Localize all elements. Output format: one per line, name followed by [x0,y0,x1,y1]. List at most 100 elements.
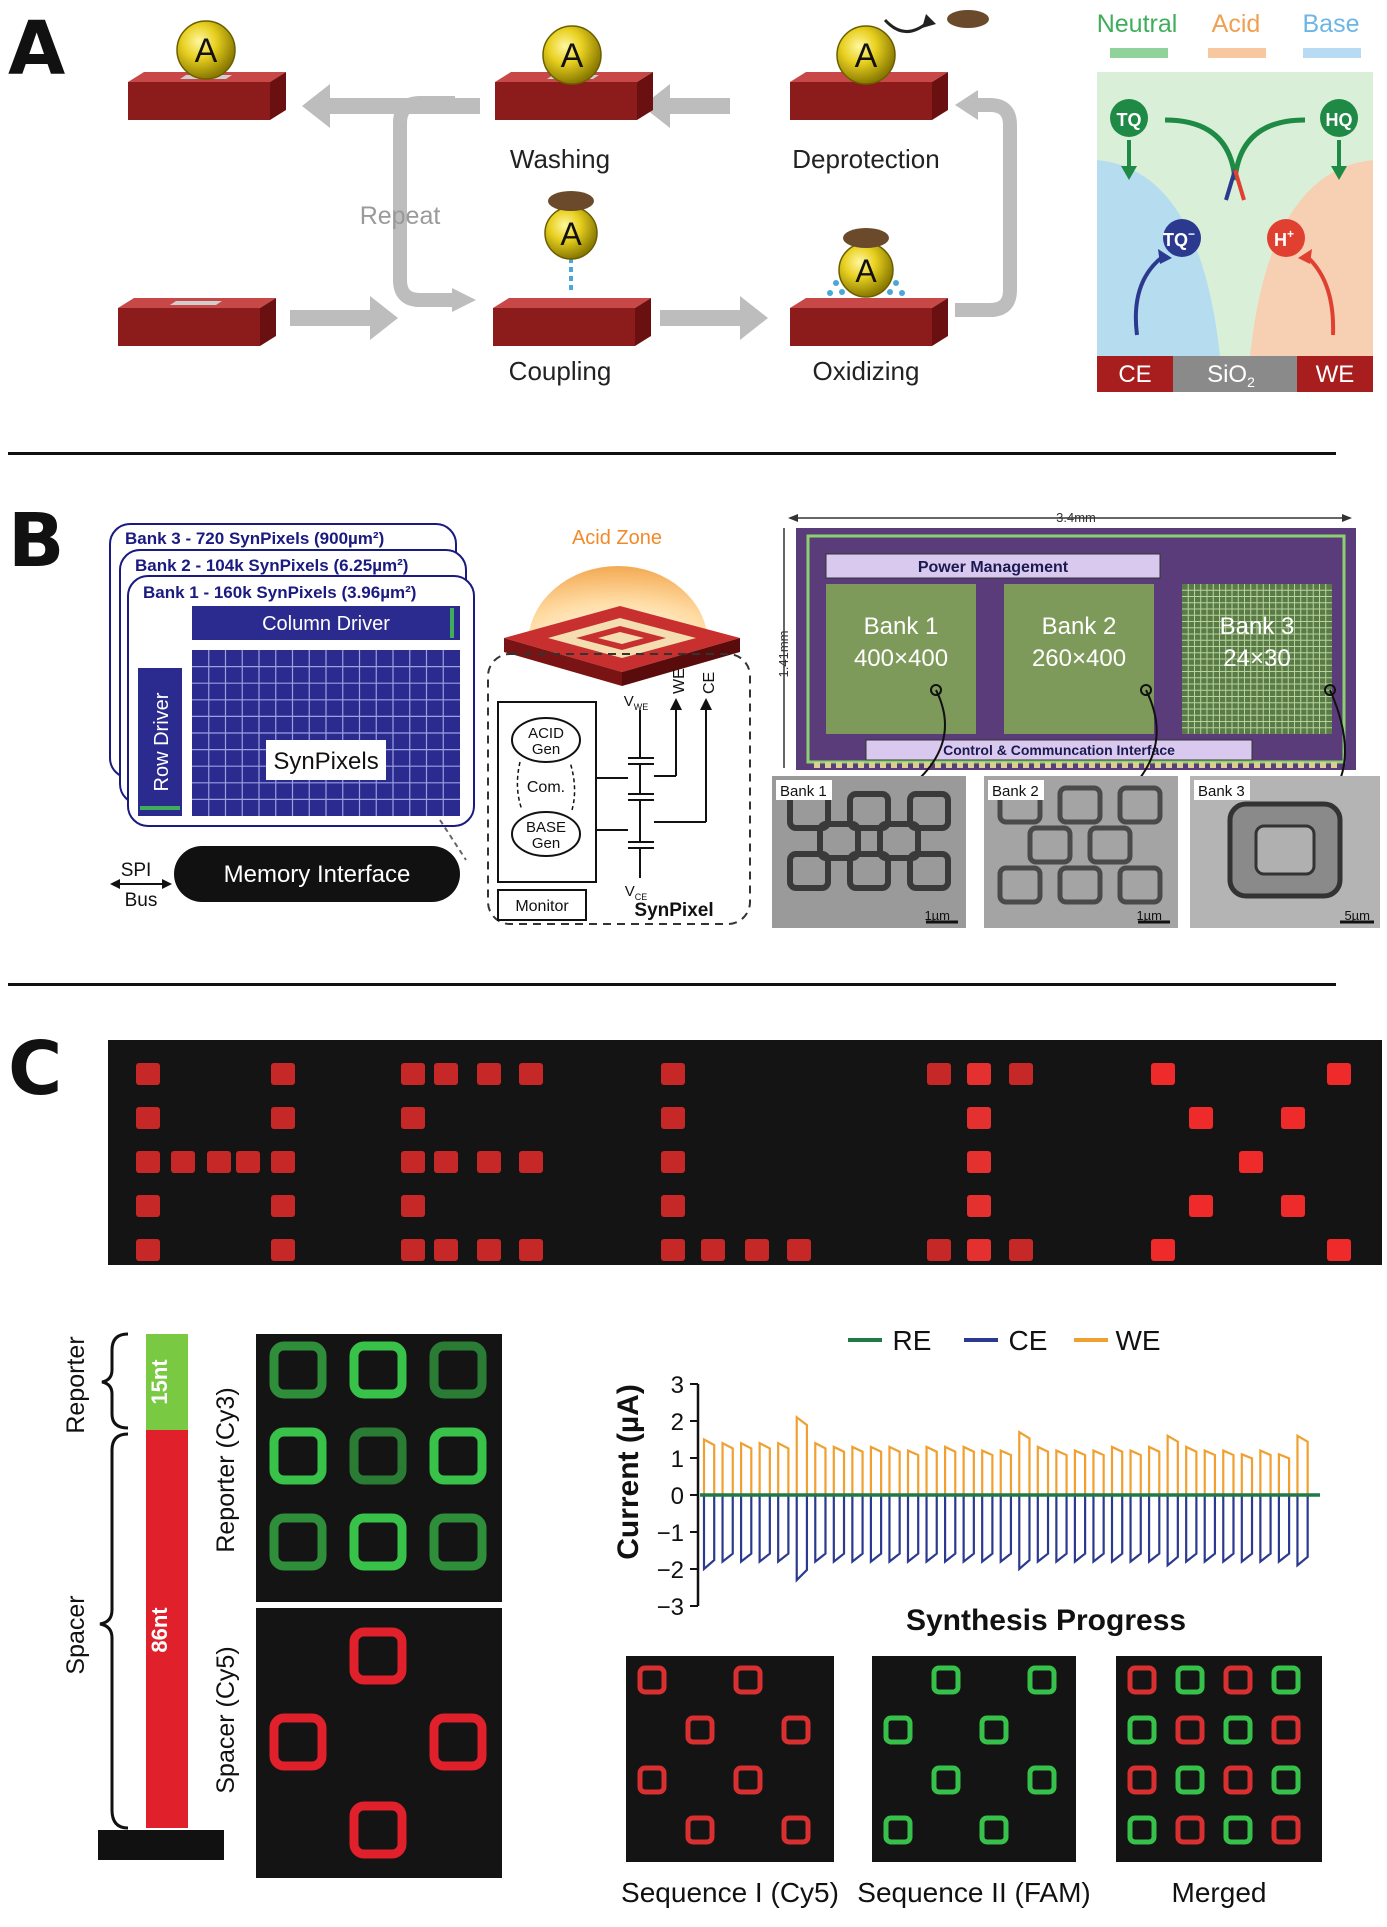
panel-c-oligo-diagram: Reporter Spacer 15nt 86nt [62,1332,224,1860]
row-driver [138,668,182,816]
svg-text:Gen: Gen [532,835,560,852]
seq-spot [1127,1665,1157,1695]
sem-square [997,865,1043,905]
array-spot [1281,1107,1305,1129]
legend-re: RE [893,1325,932,1356]
bond-pad [814,762,820,768]
substrate-bottom-left [118,298,276,346]
bond-pad [1210,762,1216,768]
svg-text:ACID: ACID [528,725,564,742]
bond-pad [1155,762,1161,768]
svg-text:VWE: VWE [624,693,649,712]
svg-text:Memory Interface: Memory Interface [224,861,411,888]
sem-square [1117,785,1163,825]
seq-spot [781,1815,811,1845]
svg-text:A: A [855,37,878,75]
panel-b-architecture: Bank 3 - 720 SynPixels (900µm²) Bank 2 -… [109,510,1380,928]
spi-label: SPI [121,860,152,881]
bank-1-title: Bank 1 - 160k SynPixels (3.96µm²) [143,583,416,602]
array-spot [519,1063,543,1085]
array-spot [477,1063,501,1085]
array-spot [207,1151,231,1173]
spacer-segment [146,1430,188,1828]
bond-pad [880,762,886,768]
array-spot [1189,1107,1213,1129]
com-label: Com. [527,779,565,796]
seq-spot [1127,1815,1157,1845]
x-axis-label: Synthesis Progress [906,1604,1186,1637]
svg-text:A: A [561,37,584,75]
array-spot [434,1151,458,1173]
chip-micrograph: 3.4mm 1.41mm Power Management Bank 1 400… [776,510,1356,813]
cy3-square [349,1341,407,1399]
seq-spot [1175,1715,1205,1745]
array-spot [927,1239,951,1261]
seq-spot [685,1715,715,1745]
y-tick-label: −3 [657,1594,684,1621]
array-spot [519,1239,543,1261]
label-deprotection: Deprotection [792,144,939,174]
sem-square [877,821,921,861]
cy5-square [349,1801,407,1859]
array-spot [477,1239,501,1261]
series-we [702,1415,1309,1495]
array-spot [1151,1239,1175,1261]
svg-text:1µm: 1µm [1136,908,1162,923]
bond-pad [1243,762,1249,768]
seq-spot [733,1665,763,1695]
svg-text:Monitor: Monitor [515,898,569,915]
bond-pad [935,762,941,768]
seq1-label: Sequence I (Cy5) [621,1877,839,1908]
array-spot [661,1239,685,1261]
seq-spot [979,1715,1009,1745]
bank-stack: Bank 3 - 720 SynPixels (900µm²) Bank 2 -… [109,523,475,911]
bond-pad [1067,762,1073,768]
array-spot [1189,1195,1213,1217]
sem-square [1087,825,1133,865]
seq-spot [637,1665,667,1695]
bond-pad [1309,762,1315,768]
svg-text:24×30: 24×30 [1223,645,1290,672]
bond-pad [869,762,875,768]
sphere-washing: A [542,25,602,85]
seq-spot [1175,1815,1205,1845]
synpixel-schematic: Acid Zone ACID Gen Com. BASE Gen Monitor [487,527,751,925]
seq-spot [781,1715,811,1745]
species-hq: HQ [1326,110,1353,130]
sphere-deprotection: A [836,10,989,85]
seq-spot [637,1765,667,1795]
bond-pad [1133,762,1139,768]
array-spot [171,1151,195,1173]
bond-pad [1188,762,1194,768]
bank-3-title: Bank 3 - 720 SynPixels (900µm²) [125,529,384,548]
bond-pad [1254,762,1260,768]
bond-pad [1100,762,1106,768]
array-spot [1009,1063,1033,1085]
array-spot [967,1195,991,1217]
y-tick-label: 3 [671,1372,684,1399]
sem-square [817,821,861,861]
array-spot [701,1239,725,1261]
array-spot [477,1151,501,1173]
merged-label: Merged [1172,1877,1267,1908]
reporter-segment [146,1334,188,1430]
bond-pad [1034,762,1040,768]
svg-text:Gen: Gen [532,741,560,758]
array-spot [136,1063,160,1085]
svg-text:H+: H+ [1274,227,1294,250]
array-spot [434,1239,458,1261]
sphere-top-left: A [176,20,236,80]
bond-pad [1012,762,1018,768]
seq-spot [883,1815,913,1845]
substrate-oxidizing [790,298,948,346]
species-tq: TQ [1117,110,1142,130]
current-chart: RE CE WE Current (µA) Synthesis Progress… [612,1325,1320,1637]
bond-pad [979,762,985,768]
y-axis-label: Current (µA) [612,1384,645,1560]
array-spot [271,1239,295,1261]
bond-pad [1320,762,1326,768]
substrate-coupling [493,298,651,346]
array-spot [136,1239,160,1261]
array-spot [236,1151,260,1173]
svg-text:Bank 3: Bank 3 [1198,783,1245,800]
